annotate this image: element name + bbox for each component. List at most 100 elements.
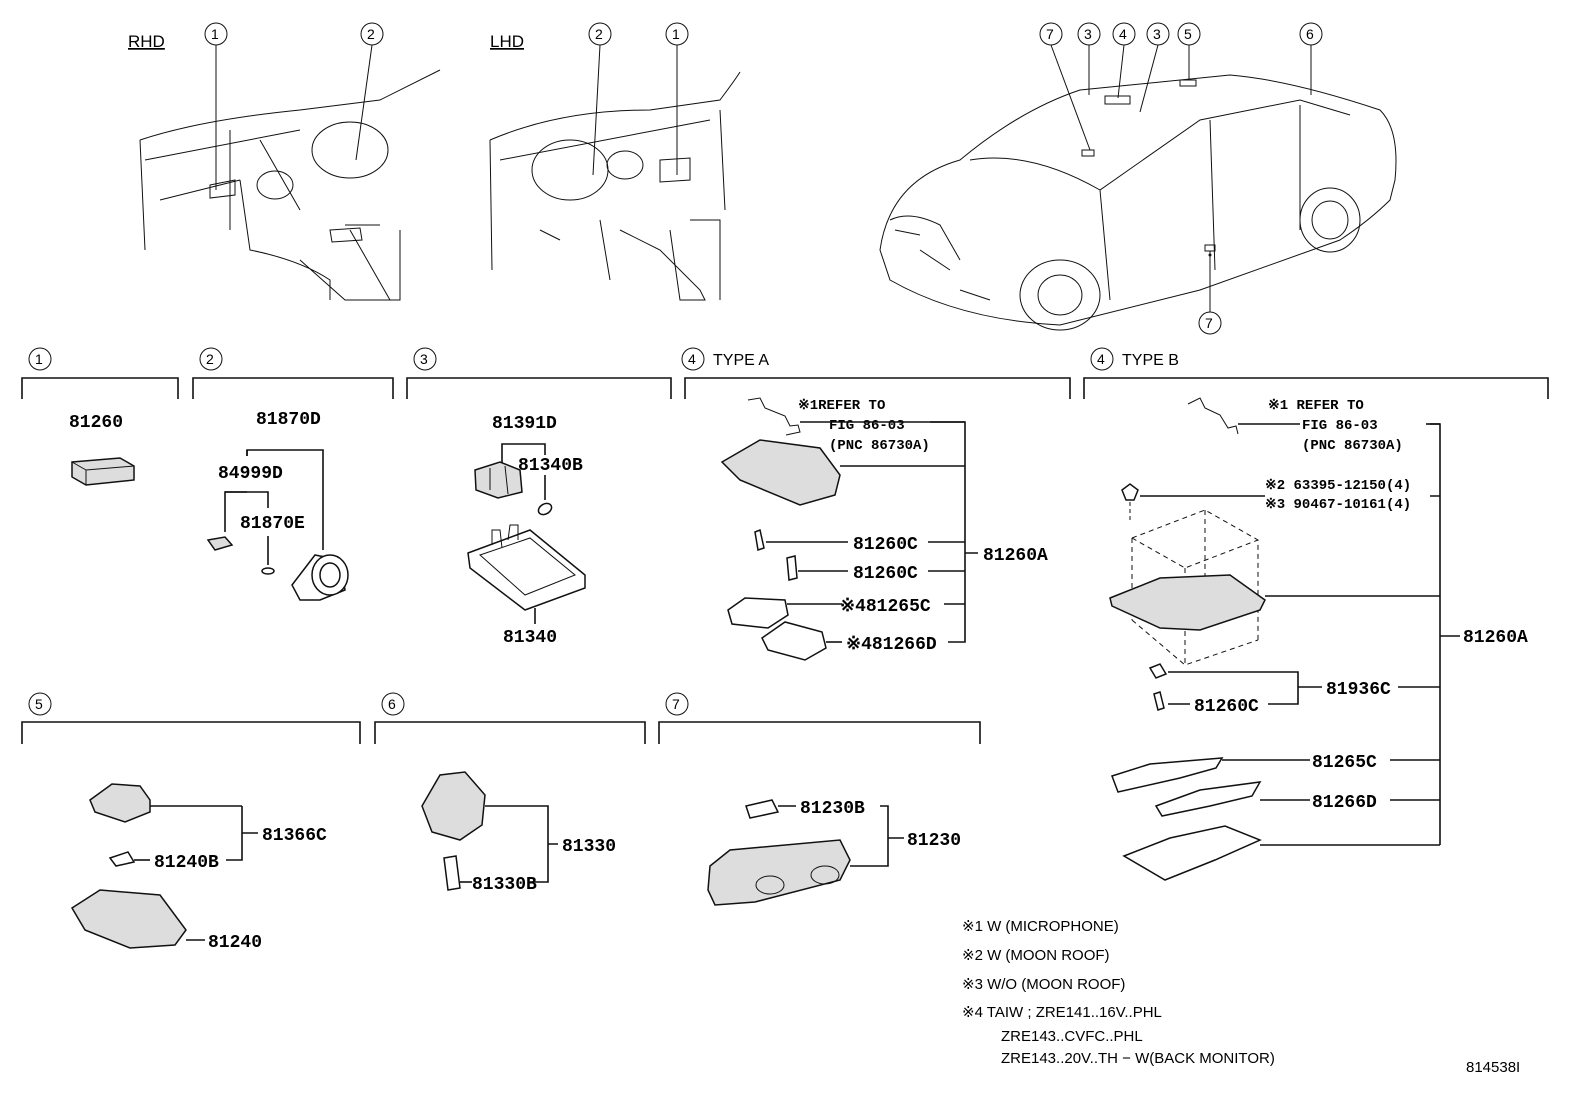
- type-a-bulb-1-shape: [754, 528, 765, 551]
- part-81240B-shape: [108, 851, 136, 867]
- type-b-refer-label: ※1 REFER TO: [1268, 398, 1364, 414]
- type-a-fig-label: FIG 86-03: [829, 418, 905, 434]
- section-2-marker: 2: [206, 351, 214, 367]
- rhd-heading: RHD: [128, 32, 165, 51]
- part-81391D-shape: [474, 461, 523, 499]
- lhd-marker-1: 1: [672, 26, 680, 42]
- type-a-81265C-label: ※481265C: [840, 597, 931, 617]
- type-b-81266D-shape: [1154, 781, 1262, 817]
- footnote-4-line-2: ZRE143..CVFC..PHL: [1001, 1028, 1143, 1045]
- section-7-marker: 7: [672, 696, 680, 712]
- car-marker-6: 6: [1306, 26, 1314, 42]
- section-5: 5 81240B 81366C 81240: [21, 692, 361, 953]
- section-6: 6 81330 81330B: [374, 692, 646, 895]
- part-84999D-label: 84999D: [218, 464, 283, 484]
- type-b-81265C-label: 81265C: [1312, 753, 1377, 773]
- footnote-4: ※4 TAIW ; ZRE141..16V..PHL: [962, 1004, 1162, 1021]
- car-marker-5: 5: [1184, 26, 1192, 42]
- type-a-81265C-shape: [727, 597, 789, 629]
- type-a-bulb-2-shape: [786, 555, 798, 581]
- lhd-marker-2: 2: [595, 26, 603, 42]
- type-b-lamp-body-shape: [1109, 574, 1266, 631]
- part-81340B-label: 81340B: [518, 456, 583, 476]
- car-marker-3b: 3: [1153, 26, 1161, 42]
- section-1-marker: 1: [35, 351, 43, 367]
- part-81870E-shape: [261, 567, 275, 575]
- type-a-pnc-label: (PNC 86730A): [829, 438, 930, 454]
- type-b-connector-shape: [1187, 397, 1239, 435]
- footnote-1: ※1 W (MICROPHONE): [962, 918, 1119, 935]
- type-a-81266D-label: ※481266D: [846, 635, 937, 655]
- type-b-pnc-label: (PNC 86730A): [1302, 438, 1403, 454]
- part-81340-shape: [467, 524, 586, 611]
- type-b-bolt-2-label: ※3 90467-10161(4): [1265, 497, 1411, 513]
- part-81366C-shape: [89, 783, 151, 823]
- part-81366C-label: 81366C: [262, 826, 327, 846]
- rhd-marker-2: 2: [367, 26, 375, 42]
- part-81240-shape: [70, 889, 187, 949]
- part-81230-shape: [707, 839, 851, 906]
- type-b-81265C-shape: [1111, 757, 1224, 793]
- part-81870D-label: 81870D: [256, 410, 321, 430]
- rhd-marker-1: 1: [211, 26, 219, 42]
- part-81330B-shape: [443, 855, 461, 891]
- section-3: 3 81391D 81340B 81340: [406, 347, 672, 648]
- car-marker-7: 7: [1046, 26, 1054, 42]
- part-81340B-shape: [537, 502, 553, 516]
- footnotes: ※1 W (MICROPHONE) ※2 W (MOON ROOF) ※3 W/…: [962, 918, 1275, 1067]
- part-81330-label: 81330: [562, 837, 616, 857]
- rhd-dashboard-view: RHD 1 2: [128, 22, 441, 301]
- footnote-2: ※2 W (MOON ROOF): [962, 947, 1110, 964]
- type-b-81266D-label: 81266D: [1312, 793, 1377, 813]
- section-7: 7 81230B 81230: [658, 692, 981, 906]
- car-view: 7 3 4 3 5 6 7: [879, 22, 1397, 335]
- section-6-marker: 6: [388, 696, 396, 712]
- lhd-heading: LHD: [490, 32, 524, 51]
- type-a-81260A-label: 81260A: [983, 546, 1048, 566]
- footnote-4-line-3: ZRE143..20V..TH − W(BACK MONITOR): [1001, 1050, 1275, 1067]
- type-b-81260C-shape: [1153, 691, 1165, 711]
- car-top-markers: 7 3 4 3 5 6: [1039, 22, 1323, 46]
- type-a-81266D-shape: [761, 621, 827, 661]
- section-4-type-a: 4 TYPE A ※1REFER TO FIG 86-03 (PNC 86730…: [681, 347, 1071, 661]
- part-81230B-label: 81230B: [800, 799, 865, 819]
- section-1: 1 81260: [21, 347, 179, 486]
- type-a-81260C-1-label: 81260C: [853, 535, 918, 555]
- part-81870E-label: 81870E: [240, 514, 305, 534]
- section-4b-marker: 4: [1097, 351, 1105, 367]
- type-b-81936C-label: 81936C: [1326, 680, 1391, 700]
- car-marker-7-bottom: 7: [1205, 315, 1213, 331]
- car-marker-4: 4: [1119, 26, 1127, 42]
- part-81240-label: 81240: [208, 933, 262, 953]
- type-a-connector-shape: [747, 397, 801, 436]
- section-4a-marker: 4: [688, 351, 696, 367]
- section-2: 2 81870D 84999D 81870E: [192, 347, 394, 601]
- section-5-marker: 5: [35, 696, 43, 712]
- part-81330-shape: [421, 771, 486, 841]
- part-81230-label: 81230: [907, 831, 961, 851]
- type-a-housing-shape: [720, 439, 841, 506]
- section-4a-type: TYPE A: [713, 352, 769, 369]
- part-81240B-label: 81240B: [154, 853, 219, 873]
- part-81330B-label: 81330B: [472, 875, 537, 895]
- type-b-screw-shape: [1121, 483, 1139, 501]
- section-4b-type: TYPE B: [1122, 352, 1179, 369]
- part-84999D-shape: [206, 536, 234, 551]
- type-a-refer-label: ※1REFER TO: [798, 398, 885, 414]
- lhd-dashboard-view: LHD 2 1: [489, 22, 741, 301]
- section-3-marker: 3: [420, 351, 428, 367]
- footnote-3: ※3 W/O (MOON ROOF): [962, 976, 1125, 993]
- type-b-bolt-1-label: ※2 63395-12150(4): [1265, 478, 1411, 494]
- part-81230B-shape: [745, 799, 780, 819]
- type-b-fig-label: FIG 86-03: [1302, 418, 1378, 434]
- part-81870D-shape: [291, 554, 349, 601]
- part-81391D-label: 81391D: [492, 414, 557, 434]
- type-b-81260C-label: 81260C: [1194, 697, 1259, 717]
- type-b-81936C-shape: [1148, 663, 1168, 679]
- section-4-type-b: 4 TYPE B ※1 REFER TO FIG 86-03 (PNC 8673…: [1083, 347, 1549, 881]
- type-b-lens-cover-shape: [1122, 825, 1262, 881]
- type-a-81260C-2-label: 81260C: [853, 564, 918, 584]
- part-81260-label: 81260: [69, 413, 123, 433]
- figure-id: 814538I: [1466, 1059, 1520, 1076]
